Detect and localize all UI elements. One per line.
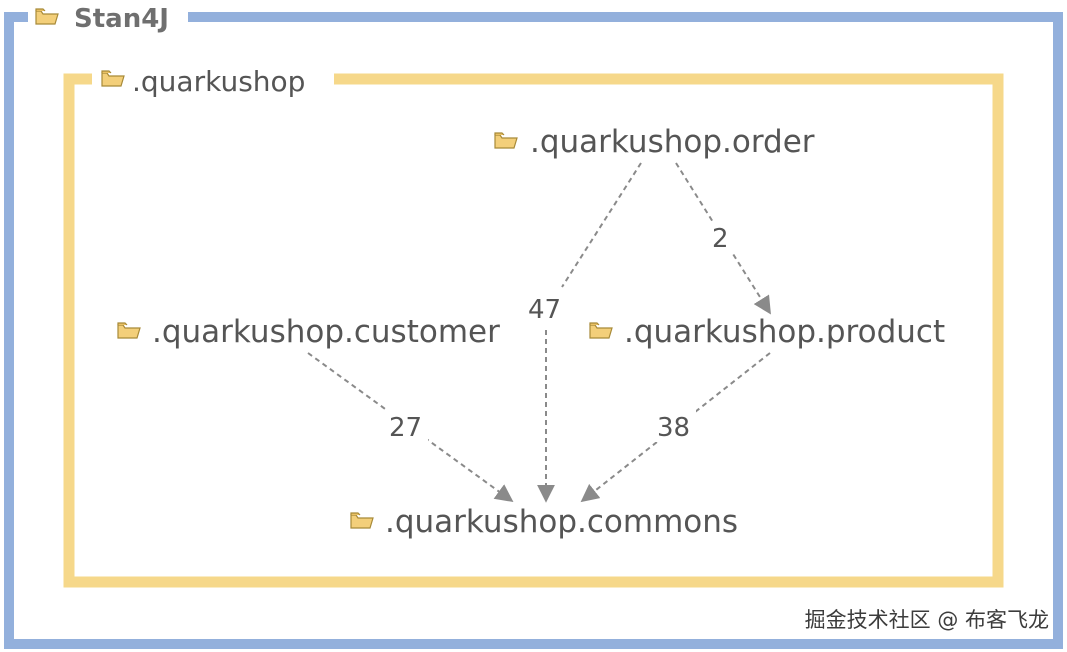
open-folder-icon [350,512,374,529]
outer-container-frame [4,12,1063,649]
node-commons-label: .quarkushop.commons [385,504,738,540]
open-folder-icon [494,132,518,149]
inner-container-frame [63,73,1004,588]
node-commons[interactable]: .quarkushop.commons [350,504,738,540]
edge-order-commons-upper [561,162,642,288]
edge-count-order-product: 2 [712,224,729,254]
outer-container-label: Stan4J [74,4,169,34]
inner-container-label: .quarkushop [132,65,305,98]
node-order-label: .quarkushop.order [530,124,815,160]
open-folder-icon [589,322,613,339]
node-customer[interactable]: .quarkushop.customer [117,314,500,350]
watermark: 掘金技术社区 @ 布客飞龙 [804,608,1049,632]
node-customer-label: .quarkushop.customer [152,314,500,350]
edge-count-order-commons: 47 [528,295,561,325]
edge-count-product-commons: 38 [657,413,690,443]
inner-container-label-bg [92,62,334,100]
node-product[interactable]: .quarkushop.product [589,314,945,350]
open-folder-icon [117,322,141,339]
node-product-label: .quarkushop.product [624,314,945,350]
edge-count-customer-commons: 27 [389,413,422,443]
node-order[interactable]: .quarkushop.order [494,124,815,160]
edge-order-product [675,162,771,315]
